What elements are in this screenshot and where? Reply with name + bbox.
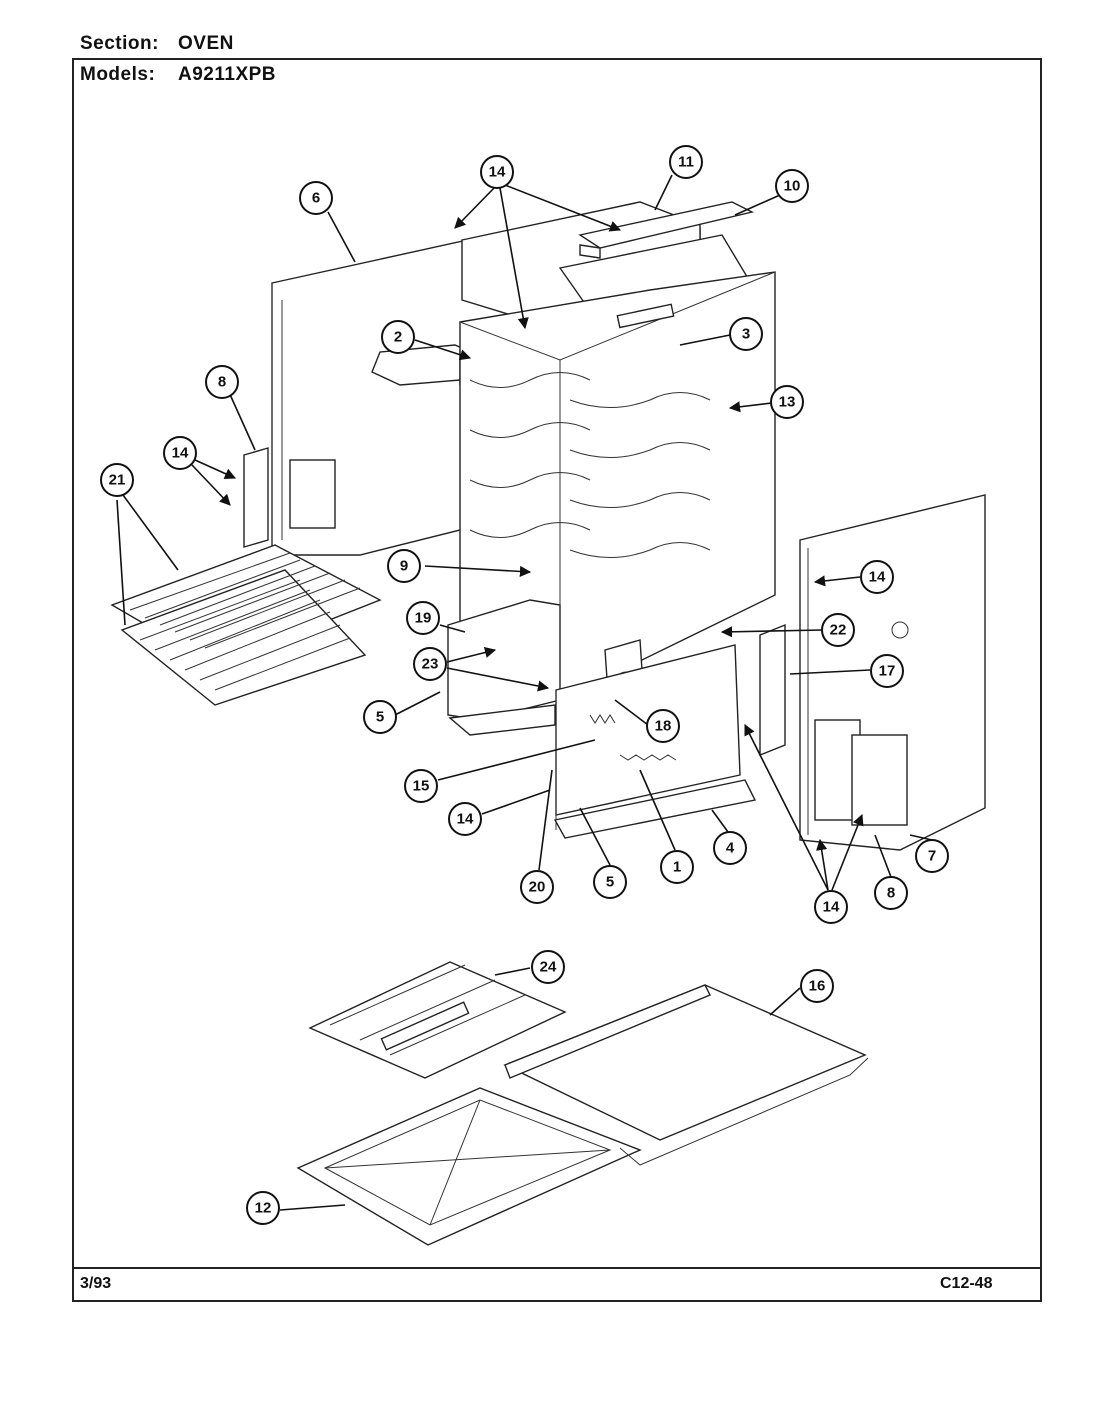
- footer-date: 3/93: [80, 1275, 112, 1292]
- svg-text:19: 19: [415, 610, 432, 627]
- models-value: A9211XPB: [178, 64, 277, 85]
- svg-text:14: 14: [172, 445, 189, 462]
- callout-4: 4: [713, 831, 747, 865]
- svg-text:9: 9: [400, 558, 408, 575]
- footer-divider: [72, 1267, 1042, 1269]
- callout-19: 19: [406, 601, 440, 635]
- section-label: Section:: [80, 33, 159, 54]
- svg-text:21: 21: [109, 472, 126, 489]
- callout-9: 9: [387, 549, 421, 583]
- svg-text:18: 18: [655, 718, 672, 735]
- oven-racks: [110, 544, 382, 706]
- callout-24: 24: [531, 950, 565, 984]
- callout-10: 10: [775, 169, 809, 203]
- callout-12: 12: [246, 1191, 280, 1225]
- callout-7: 7: [915, 839, 949, 873]
- oven-liner: [459, 271, 776, 701]
- callout-20: 20: [520, 870, 554, 904]
- svg-text:8: 8: [218, 374, 226, 391]
- callout-1: 1: [660, 850, 694, 884]
- callout-2: 2: [381, 320, 415, 354]
- callout-23: 23: [413, 647, 447, 681]
- footer-page-code: C12-48: [940, 1275, 993, 1292]
- svg-text:3: 3: [742, 326, 750, 343]
- svg-text:23: 23: [422, 656, 439, 673]
- callout-5-left: 5: [363, 700, 397, 734]
- callout-14-top: 14: [480, 155, 514, 189]
- svg-text:14: 14: [457, 811, 474, 828]
- svg-text:7: 7: [928, 848, 936, 865]
- callout-14-left: 14: [163, 436, 197, 470]
- callout-3: 3: [729, 317, 763, 351]
- svg-text:16: 16: [809, 978, 826, 995]
- callout-18: 18: [646, 709, 680, 743]
- callout-13: 13: [770, 385, 804, 419]
- svg-text:5: 5: [606, 874, 614, 891]
- broiler-grid: [308, 961, 567, 1079]
- callout-14-bottom-left: 14: [448, 802, 482, 836]
- svg-text:5: 5: [376, 709, 384, 726]
- callout-22: 22: [821, 613, 855, 647]
- callout-8-left: 8: [205, 365, 239, 399]
- svg-text:11: 11: [678, 154, 694, 171]
- svg-text:2: 2: [394, 329, 402, 346]
- svg-text:14: 14: [823, 899, 840, 916]
- callout-14-bottom-right: 14: [814, 890, 848, 924]
- callout-14-right: 14: [860, 560, 894, 594]
- svg-text:22: 22: [830, 622, 847, 639]
- svg-text:4: 4: [726, 840, 735, 857]
- svg-text:12: 12: [255, 1200, 272, 1217]
- svg-text:24: 24: [540, 959, 557, 976]
- svg-text:14: 14: [869, 569, 886, 586]
- callout-15: 15: [404, 769, 438, 803]
- callout-8-right: 8: [874, 876, 908, 910]
- svg-text:20: 20: [529, 879, 546, 896]
- callout-21: 21: [100, 463, 134, 497]
- callout-leaders: [116, 174, 933, 1211]
- svg-text:15: 15: [413, 778, 430, 795]
- diagram-frame: [72, 58, 1042, 1302]
- side-bracket-left: [243, 447, 269, 548]
- callout-16: 16: [800, 969, 834, 1003]
- broiler-drawer: [503, 984, 869, 1166]
- top-trim: [578, 201, 755, 259]
- svg-text:8: 8: [887, 885, 895, 902]
- bottom-channel: [448, 704, 757, 839]
- front-frame: [447, 599, 741, 830]
- svg-text:13: 13: [779, 394, 796, 411]
- callout-6: 6: [299, 181, 333, 215]
- callout-5-bottom: 5: [593, 865, 627, 899]
- svg-text:17: 17: [879, 663, 896, 680]
- callout-17: 17: [870, 654, 904, 688]
- svg-text:10: 10: [784, 178, 801, 195]
- door-spring: [589, 714, 677, 761]
- svg-text:6: 6: [312, 190, 320, 207]
- svg-text:1: 1: [673, 859, 681, 876]
- models-label: Models:: [80, 64, 156, 85]
- section-value: OVEN: [178, 33, 234, 54]
- svg-text:14: 14: [489, 164, 506, 181]
- callout-11: 11: [669, 145, 703, 179]
- broiler-pan: [296, 1087, 642, 1246]
